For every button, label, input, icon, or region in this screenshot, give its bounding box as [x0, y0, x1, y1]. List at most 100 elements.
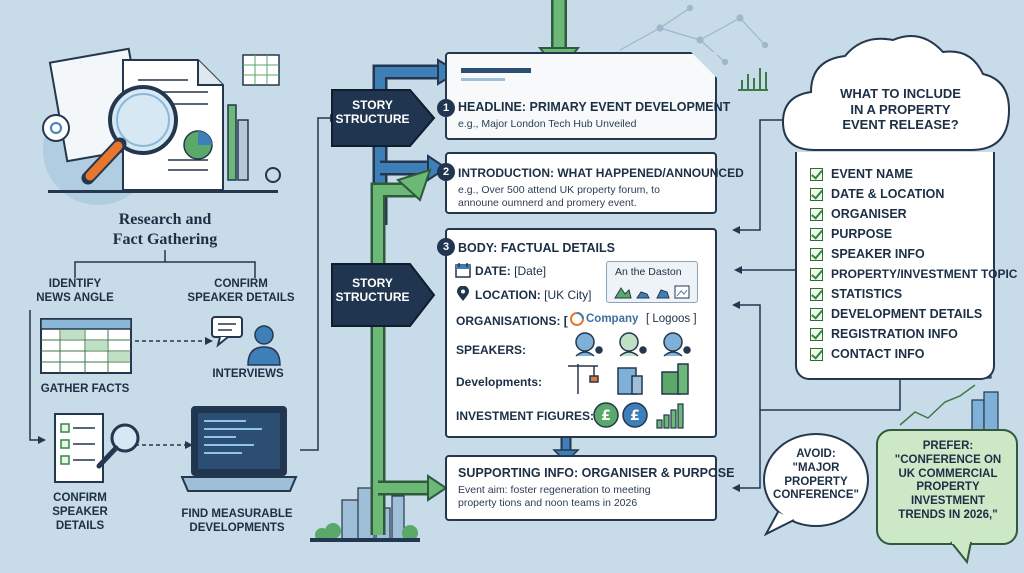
- prefer-text: PREFER: "CONFERENCE ON UK COMMERCIAL PRO…: [880, 440, 1016, 523]
- speaker-icons: [575, 332, 691, 357]
- investment-label: INVESTMENT FIGURES:: [456, 409, 595, 423]
- organisations-logos: [ Logoos ]: [646, 313, 697, 325]
- organisations-label: ORGANISATIONS: [: [456, 314, 568, 328]
- confirm-bottom-line2: SPEAKER: [52, 505, 108, 518]
- checkbox-checked-icon: [810, 267, 823, 281]
- checklist-item-label: ORGANISER: [831, 207, 907, 221]
- checkbox-checked-icon: [810, 227, 823, 241]
- location-pin-icon: [457, 286, 469, 301]
- checkbox-checked-icon: [810, 167, 823, 181]
- intro-example-line2: announe oumnerd and promery event.: [458, 197, 637, 210]
- checkbox-checked-icon: [810, 247, 823, 261]
- intro-card: [445, 152, 717, 214]
- prefer-line1: PREFER:: [922, 440, 974, 452]
- checklist-items: EVENT NAME DATE & LOCATION ORGANISER PUR…: [810, 164, 1017, 364]
- checkbox-checked-icon: [810, 307, 823, 321]
- confirm-speaker-details-bottom: CONFIRM SPEAKER DETAILS: [40, 492, 120, 533]
- dashed-arrow-checklist: [135, 441, 193, 449]
- confirm-bottom-line1: CONFIRM: [53, 492, 107, 504]
- laptop-icon: [180, 406, 298, 492]
- map-mini-icons: [614, 285, 690, 299]
- date-label-text: DATE:: [475, 264, 511, 278]
- confirm-top-line2: SPEAKER DETAILS: [187, 291, 295, 304]
- checklist-doc-icon: [54, 413, 140, 483]
- research-illustration: [42, 47, 281, 205]
- date-label: DATE: [Date]: [475, 264, 546, 278]
- headline-title: HEADLINE: PRIMARY EVENT DEVELOPMENT: [458, 100, 731, 114]
- story-structure-label-bottom: [331, 263, 436, 327]
- avoid-text: AVOID: "MAJOR PROPERTY CONFERENCE": [770, 448, 862, 503]
- avoid-line4: CONFERENCE": [773, 489, 859, 502]
- checklist-item-label: SPEAKER INFO: [831, 247, 925, 261]
- confirm-bottom-line3: DETAILS: [55, 519, 105, 532]
- checklist-item-label: CONTACT INFO: [831, 347, 925, 361]
- checklist-item-label: REGISTRATION INFO: [831, 327, 958, 341]
- research-title-line1: Research and: [118, 211, 212, 228]
- confirm-top-line1: CONFIRM: [214, 278, 268, 290]
- map-label: An the Daston: [615, 266, 682, 278]
- prefer-line5: INVESTMENT: [910, 495, 986, 508]
- supporting-text-line1: Event aim: foster regeneration to meetin…: [458, 484, 651, 496]
- avoid-line1: AVOID:: [796, 448, 836, 460]
- checklist-item: PURPOSE: [810, 224, 1017, 244]
- spreadsheet-icon: [40, 318, 132, 374]
- checkbox-checked-icon: [810, 287, 823, 301]
- speakers-label: SPEAKERS:: [456, 343, 527, 357]
- checklist-title-line2: IN A PROPERTY: [850, 101, 951, 117]
- step-3-badge: 3: [437, 238, 455, 256]
- identify-line1: IDENTIFY: [48, 278, 102, 290]
- avoid-line3: PROPERTY: [784, 475, 848, 488]
- dashed-arrow-gather: [135, 337, 213, 345]
- research-title: Research and Fact Gathering: [100, 210, 230, 250]
- map-box: An the Daston: [606, 261, 698, 303]
- checklist-item-label: PURPOSE: [831, 227, 893, 241]
- find-line2: DEVELOPMENTS: [189, 521, 285, 534]
- checklist-item-label: PROPERTY/INVESTMENT TOPIC: [831, 267, 1018, 281]
- checklist-item: CONTACT INFO: [810, 344, 1017, 364]
- supporting-text-line2: property tions and noon teams in 2026: [458, 497, 638, 510]
- avoid-line2: "MAJOR: [792, 461, 840, 474]
- interviews-label: INTERVIEWS: [212, 368, 284, 380]
- intro-title: INTRODUCTION: WHAT HAPPENED/ANNOUNCED: [458, 166, 744, 180]
- confirm-speaker-details-top: CONFIRM SPEAKER DETAILS: [186, 278, 296, 306]
- avoid-bubble: [763, 433, 869, 537]
- find-line1: FIND MEASURABLE: [181, 508, 293, 520]
- prefer-line3: UK COMMERCIAL: [898, 467, 998, 480]
- intro-example-line1: e.g., Over 500 attend UK property forum,…: [458, 184, 660, 196]
- story-structure-label-top: [331, 89, 436, 147]
- story-top-line2: STRUCTURE: [335, 112, 410, 127]
- prefer-line2: "CONFERENCE ON: [894, 453, 1002, 466]
- story-structure-text-top: STORY STRUCTURE: [335, 98, 410, 127]
- story-bottom-line2: STRUCTURE: [335, 290, 410, 305]
- svg-text:£: £: [601, 408, 611, 424]
- checkbox-checked-icon: [810, 207, 823, 221]
- find-measurable-developments: FIND MEASURABLE DEVELOPMENTS: [172, 508, 302, 536]
- checklist-item: DEVELOPMENT DETAILS: [810, 304, 1017, 324]
- checkbox-checked-icon: [810, 187, 823, 201]
- location-label: LOCATION: [UK City]: [475, 288, 591, 302]
- checklist-item: EVENT NAME: [810, 164, 1017, 184]
- checklist-item: REGISTRATION INFO: [810, 324, 1017, 344]
- checklist-cloud: [781, 35, 1011, 151]
- headline-line-icon: [461, 78, 505, 81]
- checkbox-checked-icon: [810, 327, 823, 341]
- checklist-item: ORGANISER: [810, 204, 1017, 224]
- supporting-title: SUPPORTING INFO: ORGANISER & PURPOSE: [458, 466, 735, 480]
- story-bottom-line1: STORY: [352, 276, 393, 290]
- step-1-badge: 1: [437, 99, 455, 117]
- checklist-item-label: DATE & LOCATION: [831, 187, 945, 201]
- checklist-item: SPEAKER INFO: [810, 244, 1017, 264]
- development-icons: [568, 363, 689, 395]
- headline-bar-icon: [461, 68, 531, 73]
- prefer-line4: PROPERTY: [916, 481, 980, 494]
- research-connector: [74, 250, 256, 278]
- company-logo-icon: [570, 312, 584, 326]
- checklist-item: STATISTICS: [810, 284, 1017, 304]
- svg-text:£: £: [630, 408, 640, 424]
- investment-icons: £ £: [593, 402, 684, 429]
- story-top-line1: STORY: [352, 98, 393, 112]
- organisations-company: Company: [586, 313, 639, 325]
- headline-card: [445, 52, 717, 140]
- prefer-line6: TRENDS IN 2026,": [898, 508, 998, 521]
